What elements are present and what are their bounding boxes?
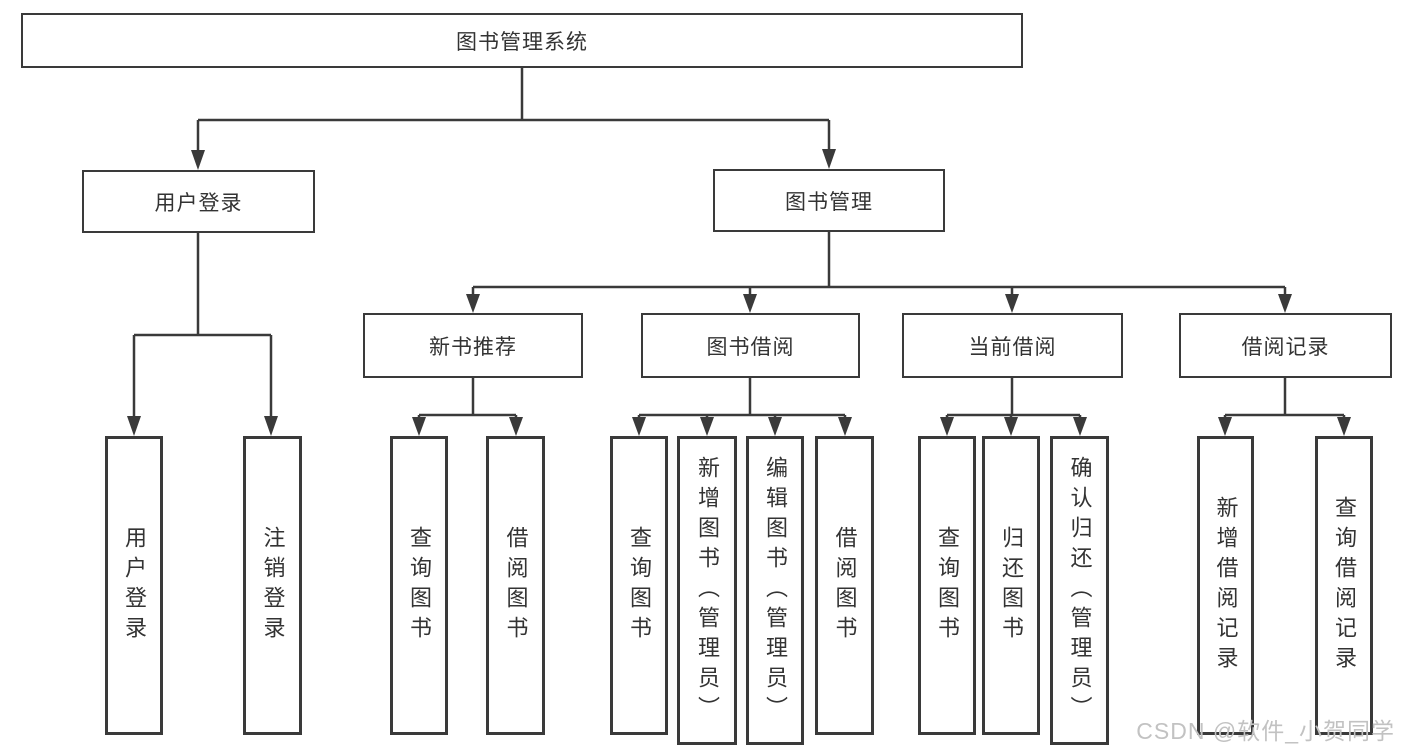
node-label: 查询借阅记录 <box>1332 495 1357 676</box>
node-leaf-logout: 注销登录 <box>243 436 302 735</box>
node-label: 注销登录 <box>260 525 286 646</box>
node-leaf-add-borrow-record: 新增借阅记录 <box>1197 436 1254 735</box>
node-label: 查询图书 <box>627 525 652 646</box>
node-borrowing-records: 借阅记录 <box>1179 313 1392 378</box>
node-leaf-borrow-books: 借阅图书 <box>815 436 874 735</box>
node-new-book-recommendation: 新书推荐 <box>363 313 583 378</box>
node-user-login: 用户登录 <box>82 170 315 233</box>
node-label: 查询图书 <box>935 525 960 646</box>
node-leaf-return-books: 归还图书 <box>982 436 1040 735</box>
node-book-management: 图书管理 <box>713 169 945 232</box>
node-label: 查询图书 <box>407 525 432 646</box>
node-leaf-add-books-admin: 新增图书（管理员） <box>677 436 737 745</box>
node-leaf-borrow-books-recommend: 借阅图书 <box>486 436 545 735</box>
node-leaf-confirm-return-admin: 确认归还（管理员） <box>1050 436 1109 745</box>
node-leaf-query-books-current: 查询图书 <box>918 436 976 735</box>
node-leaf-edit-books-admin: 编辑图书（管理员） <box>746 436 804 745</box>
node-label: 图书借阅 <box>706 335 795 359</box>
node-leaf-query-borrow-record: 查询借阅记录 <box>1315 436 1373 735</box>
node-label: 借阅图书 <box>503 525 529 646</box>
node-label: 新增图书（管理员） <box>695 455 720 726</box>
node-leaf-user-login: 用户登录 <box>105 436 163 735</box>
node-label: 新增借阅记录 <box>1213 495 1239 676</box>
node-label: 确认归还（管理员） <box>1067 455 1093 726</box>
node-label: 图书管理系统 <box>456 30 588 54</box>
node-label: 借阅记录 <box>1241 335 1330 359</box>
node-label: 图书管理 <box>785 190 873 214</box>
node-label: 借阅图书 <box>832 525 858 646</box>
node-leaf-query-books-borrow: 查询图书 <box>610 436 668 735</box>
node-label: 当前借阅 <box>968 335 1057 359</box>
node-book-borrowing: 图书借阅 <box>641 313 860 378</box>
node-label: 用户登录 <box>154 191 243 215</box>
node-leaf-query-books-recommend: 查询图书 <box>390 436 448 735</box>
node-label: 编辑图书（管理员） <box>763 455 788 726</box>
node-label: 用户登录 <box>122 525 147 646</box>
node-label: 新书推荐 <box>429 335 517 359</box>
node-current-borrowing: 当前借阅 <box>902 313 1123 378</box>
node-library-management-system: 图书管理系统 <box>21 13 1023 68</box>
node-label: 归还图书 <box>999 525 1024 646</box>
